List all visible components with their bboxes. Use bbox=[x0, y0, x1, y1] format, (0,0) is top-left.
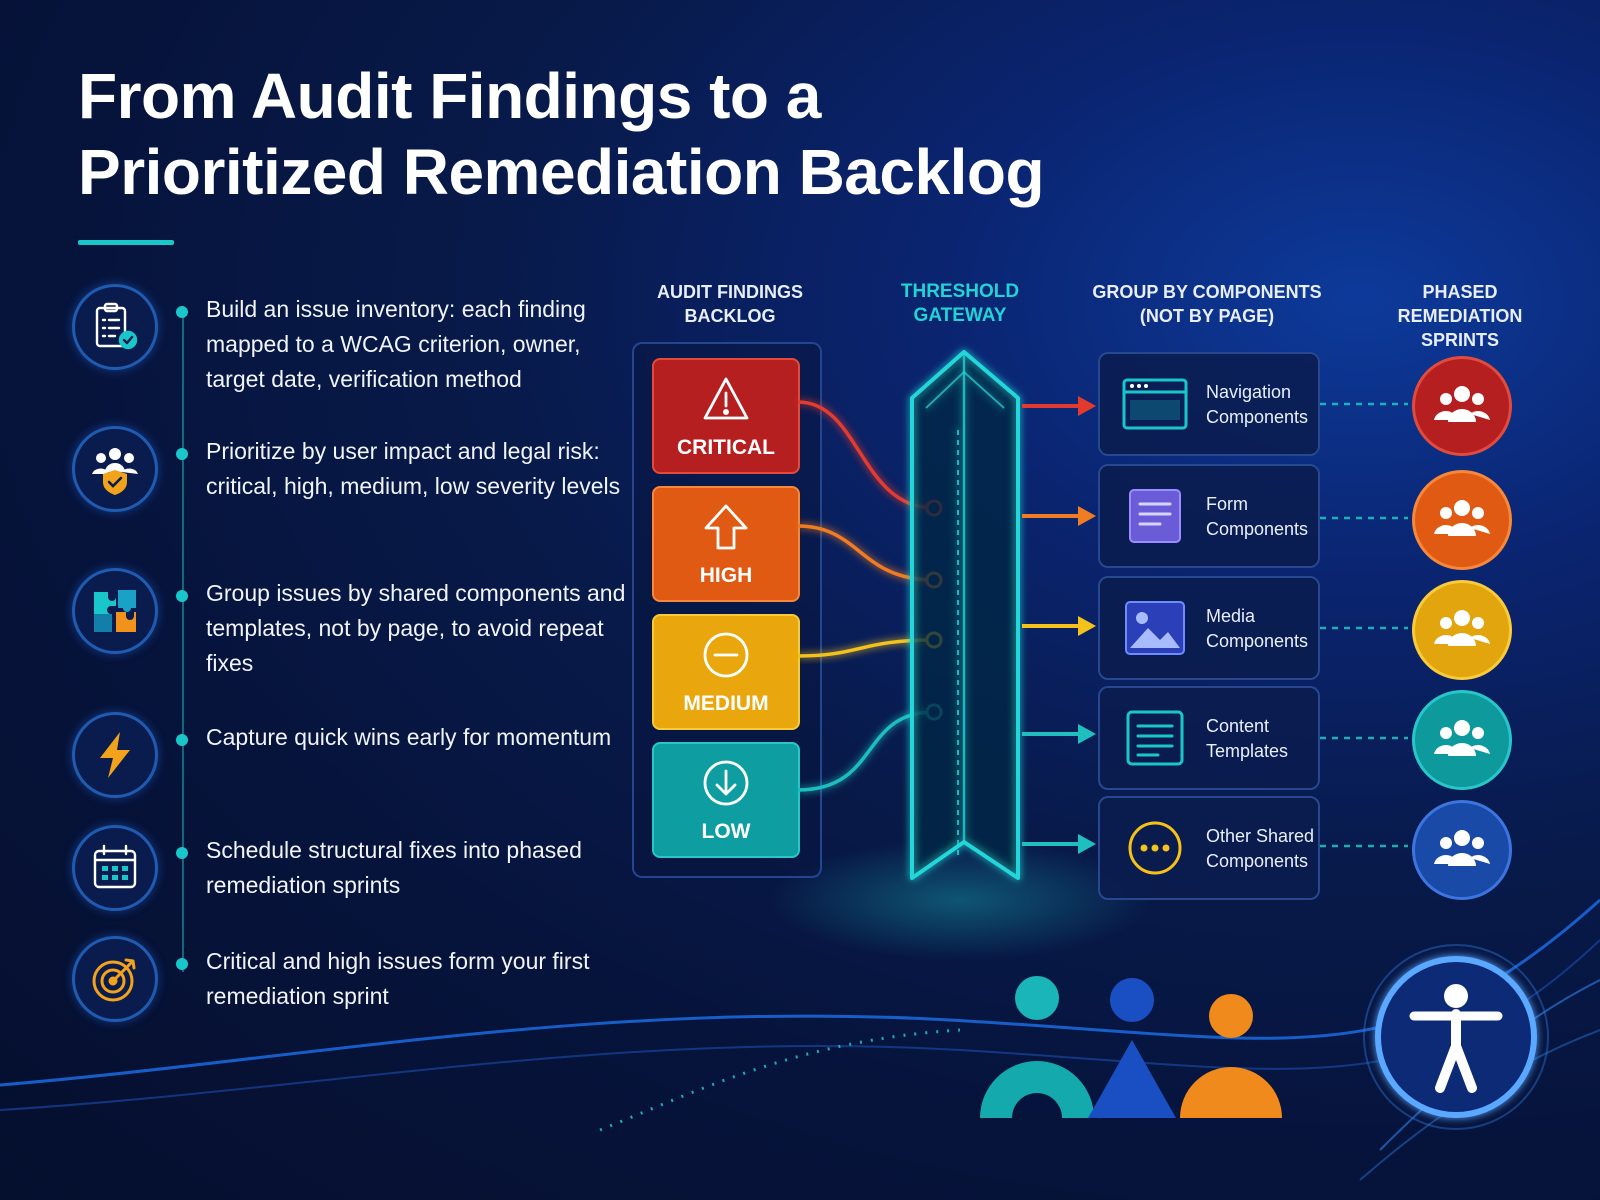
left-item-text: Group issues by shared components and te… bbox=[206, 580, 626, 676]
column-header-findings: AUDIT FINDINGS BACKLOG bbox=[657, 282, 803, 326]
threshold-gateway bbox=[910, 350, 1020, 880]
person-head-teal bbox=[1015, 976, 1059, 1020]
left-item-text: Critical and high issues form your first… bbox=[206, 948, 590, 1009]
clipboard-checklist-icon bbox=[72, 284, 158, 370]
users-shield-icon bbox=[72, 426, 158, 512]
title-line-2: Prioritized Remediation Backlog bbox=[78, 136, 1045, 208]
component-card-form: Form Components bbox=[1098, 464, 1320, 568]
accessibility-icon bbox=[1363, 944, 1549, 1130]
severity-card-critical: CRITICAL bbox=[652, 358, 800, 474]
severity-label: CRITICAL bbox=[677, 436, 775, 459]
component-card-media: Media Components bbox=[1098, 576, 1320, 680]
browser-window-icon bbox=[1122, 378, 1188, 430]
component-card-other: Other Shared Components bbox=[1098, 796, 1320, 900]
gateway-floor-glow bbox=[770, 840, 1150, 960]
form-document-icon bbox=[1129, 489, 1181, 543]
left-item-inventory: Build an issue inventory: each finding m… bbox=[70, 284, 630, 392]
left-item-text: Schedule structural fixes into phased re… bbox=[206, 837, 582, 898]
left-item-prioritize: Prioritize by user impact and legal risk… bbox=[70, 426, 630, 526]
timeline-dot bbox=[176, 734, 188, 746]
arrow-other bbox=[1022, 834, 1096, 854]
people-illustration bbox=[980, 976, 1282, 1118]
puzzle-pieces-icon bbox=[72, 568, 158, 654]
team-icon bbox=[1434, 500, 1490, 536]
person-body-blue bbox=[1088, 1040, 1176, 1118]
column-header-group: GROUP BY COMPONENTS (NOT BY PAGE) bbox=[1092, 282, 1322, 326]
column-header-sprints: PHASED REMEDIATION SPRINTS bbox=[1397, 282, 1523, 350]
severity-card-low: LOW bbox=[652, 742, 800, 858]
target-arrow-icon bbox=[72, 936, 158, 1022]
lightning-bolt-icon bbox=[72, 712, 158, 798]
left-item-first-sprint: Critical and high issues form your first… bbox=[70, 936, 630, 1036]
component-label: Form Components bbox=[1206, 494, 1309, 539]
sprint-circle-3 bbox=[1412, 580, 1512, 680]
severity-card-medium: MEDIUM bbox=[652, 614, 800, 730]
title-line-1: From Audit Findings to a bbox=[78, 60, 821, 132]
severity-card-high: HIGH bbox=[652, 486, 800, 602]
arrow-form bbox=[1022, 506, 1096, 526]
timeline-dot bbox=[176, 448, 188, 460]
page-title: From Audit Findings to a Prioritized Rem… bbox=[78, 58, 1078, 210]
timeline-dot bbox=[176, 958, 188, 970]
component-label: Other Shared Components bbox=[1206, 826, 1315, 871]
component-label: Navigation Components bbox=[1206, 382, 1309, 427]
arrow-media bbox=[1022, 616, 1096, 636]
arrow-up-icon bbox=[704, 504, 748, 550]
left-item-schedule: Schedule structural fixes into phased re… bbox=[70, 825, 630, 925]
severity-label: HIGH bbox=[699, 564, 753, 587]
person-head-blue bbox=[1110, 978, 1154, 1022]
component-card-navigation: Navigation Components bbox=[1098, 352, 1320, 456]
sprint-dashed-links bbox=[1320, 402, 1408, 848]
left-item-quickwins: Capture quick wins early for momentum bbox=[70, 712, 630, 812]
team-icon bbox=[1434, 720, 1490, 756]
team-icon bbox=[1434, 386, 1490, 422]
left-item-text: Capture quick wins early for momentum bbox=[206, 724, 612, 750]
connector-critical bbox=[797, 400, 935, 510]
timeline-dot bbox=[176, 306, 188, 318]
person-head-orange bbox=[1209, 994, 1253, 1038]
left-item-text: Build an issue inventory: each finding m… bbox=[206, 296, 586, 392]
person-body-orange bbox=[1180, 1067, 1282, 1118]
team-icon bbox=[1434, 830, 1490, 866]
arrow-down-circle-icon bbox=[703, 760, 749, 806]
timeline-dot bbox=[176, 847, 188, 859]
arrow-content bbox=[1022, 724, 1096, 744]
team-icon bbox=[1434, 610, 1490, 646]
sprint-circle-5 bbox=[1412, 800, 1512, 900]
minus-circle-icon bbox=[703, 632, 749, 678]
image-icon bbox=[1125, 601, 1185, 655]
left-item-group: Group issues by shared components and te… bbox=[70, 568, 630, 676]
component-label: Media Components bbox=[1206, 606, 1309, 651]
timeline-dot bbox=[176, 590, 188, 602]
component-label: Content Templates bbox=[1206, 716, 1289, 761]
more-dots-icon bbox=[1128, 821, 1182, 875]
severity-label: LOW bbox=[701, 820, 751, 843]
title-accent-bar bbox=[78, 240, 174, 245]
content-template-icon bbox=[1126, 710, 1184, 766]
sprint-circle-4 bbox=[1412, 690, 1512, 790]
person-body-teal bbox=[980, 1061, 1094, 1118]
sprint-circle-2 bbox=[1412, 470, 1512, 570]
column-header-gateway: THRESHOLD GATEWAY bbox=[900, 281, 1020, 326]
calendar-icon bbox=[72, 825, 158, 911]
warning-triangle-icon bbox=[703, 377, 749, 420]
arrow-navigation bbox=[1022, 396, 1096, 416]
sprint-circle-1 bbox=[1412, 356, 1512, 456]
severity-label: MEDIUM bbox=[683, 692, 769, 715]
left-item-text: Prioritize by user impact and legal risk… bbox=[206, 438, 621, 499]
component-card-content: Content Templates bbox=[1098, 686, 1320, 790]
